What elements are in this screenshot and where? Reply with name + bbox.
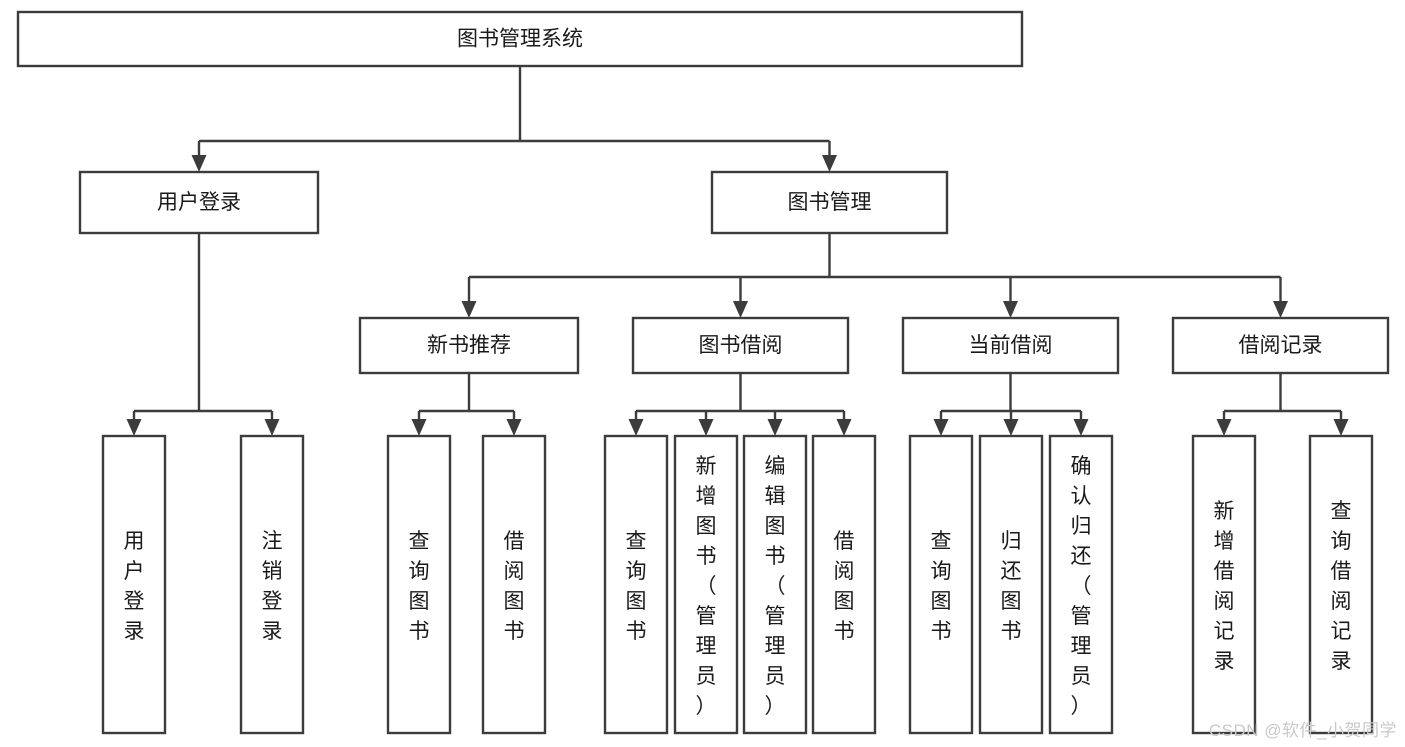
node-label: 借阅记录 <box>1239 334 1323 357</box>
arrow-head-icon <box>1073 419 1089 436</box>
node-level3-3[interactable]: 借阅记录 <box>1171 316 1390 375</box>
node-box <box>901 316 1120 375</box>
node-leaf-7[interactable]: 借阅图书 <box>811 434 877 735</box>
node-label: 新书推荐 <box>427 334 511 357</box>
node-level2-0[interactable]: 用户登录 <box>78 170 320 235</box>
node-leaf-8[interactable]: 查询图书 <box>908 434 974 735</box>
node-leaf-3[interactable]: 借阅图书 <box>481 434 547 735</box>
arrow-head-icon <box>1003 419 1019 436</box>
node-leaf-2[interactable]: 查询图书 <box>386 434 452 735</box>
node-label: 查询图书 <box>626 530 647 643</box>
node-label: 确认归还（管理员） <box>1071 455 1092 718</box>
node-box <box>78 170 320 235</box>
node-box <box>631 316 850 375</box>
node-level2-1[interactable]: 图书管理 <box>710 170 949 235</box>
arrow-head-icon <box>1216 419 1232 436</box>
node-label: 查询借阅记录 <box>1331 500 1352 673</box>
arrow-head-icon <box>191 155 207 172</box>
node-box <box>673 434 739 735</box>
node-label: 用户登录 <box>157 191 241 214</box>
node-box <box>908 434 974 735</box>
node-leaf-6[interactable]: 编辑图书（管理员） <box>742 434 808 735</box>
node-box <box>16 10 1024 68</box>
arrow-head-icon <box>1333 419 1349 436</box>
arrow-head-icon <box>767 419 783 436</box>
arrow-head-icon <box>836 419 852 436</box>
arrow-head-icon <box>1003 301 1018 318</box>
node-root-0[interactable]: 图书管理系统 <box>16 10 1024 68</box>
node-box <box>1048 434 1114 735</box>
node-label: 借阅图书 <box>504 530 525 643</box>
node-label: 图书借阅 <box>699 334 783 357</box>
node-leaf-12[interactable]: 查询借阅记录 <box>1308 434 1374 735</box>
arrow-head-icon <box>733 301 748 318</box>
connector-layer <box>126 66 1349 436</box>
node-label: 用户登录 <box>124 530 145 643</box>
node-box <box>358 316 580 375</box>
node-label: 当前借阅 <box>969 334 1053 357</box>
node-leaf-4[interactable]: 查询图书 <box>603 434 669 735</box>
node-box <box>1191 434 1257 735</box>
node-box <box>481 434 547 735</box>
node-label: 图书管理 <box>788 191 872 214</box>
node-level3-1[interactable]: 图书借阅 <box>631 316 850 375</box>
arrow-head-icon <box>411 419 427 436</box>
node-box <box>1171 316 1390 375</box>
node-level3-0[interactable]: 新书推荐 <box>358 316 580 375</box>
node-layer: 图书管理系统用户登录图书管理新书推荐图书借阅当前借阅借阅记录用户登录注销登录查询… <box>16 10 1390 735</box>
arrow-head-icon <box>461 301 477 318</box>
node-box <box>1308 434 1374 735</box>
node-label: 注销登录 <box>262 530 283 643</box>
node-box <box>978 434 1044 735</box>
arrow-head-icon <box>698 419 714 436</box>
arrow-head-icon <box>933 419 949 436</box>
arrow-head-icon <box>822 155 837 172</box>
node-leaf-0[interactable]: 用户登录 <box>101 434 167 735</box>
node-level3-2[interactable]: 当前借阅 <box>901 316 1120 375</box>
node-box <box>239 434 305 735</box>
arrow-head-icon <box>628 419 644 436</box>
node-leaf-9[interactable]: 归还图书 <box>978 434 1044 735</box>
arrow-head-icon <box>1273 301 1288 318</box>
node-leaf-1[interactable]: 注销登录 <box>239 434 305 735</box>
node-box <box>811 434 877 735</box>
node-label: 图书管理系统 <box>457 28 583 51</box>
node-label: 借阅图书 <box>834 530 855 643</box>
arrow-head-icon <box>126 419 142 436</box>
node-label: 查询图书 <box>409 530 430 643</box>
node-box <box>386 434 452 735</box>
node-label: 查询图书 <box>931 530 952 643</box>
node-box <box>710 170 949 235</box>
node-label: 新增借阅记录 <box>1214 500 1235 673</box>
node-leaf-5[interactable]: 新增图书（管理员） <box>673 434 739 735</box>
node-box <box>742 434 808 735</box>
node-label: 新增图书（管理员） <box>696 455 717 718</box>
node-leaf-10[interactable]: 确认归还（管理员） <box>1048 434 1114 735</box>
arrow-head-icon <box>506 419 522 436</box>
node-leaf-11[interactable]: 新增借阅记录 <box>1191 434 1257 735</box>
node-box <box>101 434 167 735</box>
node-label: 归还图书 <box>1001 530 1022 643</box>
arrow-head-icon <box>264 419 280 436</box>
node-box <box>603 434 669 735</box>
node-label: 编辑图书（管理员） <box>765 455 786 718</box>
